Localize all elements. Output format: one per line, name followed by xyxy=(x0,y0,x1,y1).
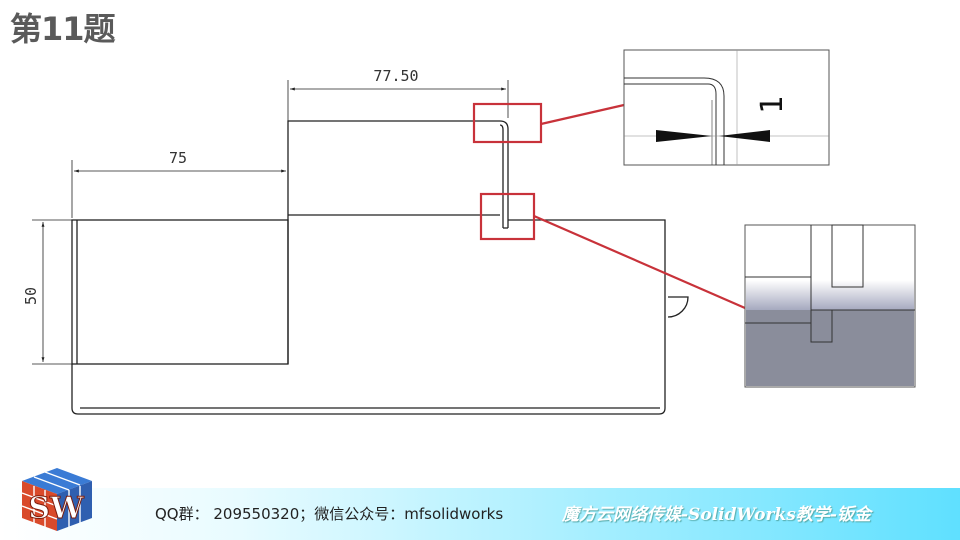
gap-arrow-right xyxy=(719,130,770,142)
dim-height-label: 50 xyxy=(22,287,40,305)
footer-contact-text: QQ群： 209550320；微信公众号：mfsolidworks xyxy=(155,505,504,523)
dim-height xyxy=(32,219,72,365)
right-body xyxy=(508,219,666,408)
dim-left-width xyxy=(71,160,289,218)
left-block xyxy=(71,219,289,365)
detail-view-top: 1 xyxy=(623,49,830,166)
upper-block-outline xyxy=(287,120,500,220)
flange-outer xyxy=(499,120,509,228)
footer-bar xyxy=(0,488,960,540)
gap-dimension-label: 1 xyxy=(755,96,790,114)
callout-leader-top xyxy=(540,103,625,126)
solidworks-cube-logo-icon: SW xyxy=(21,468,92,531)
dim-top-width xyxy=(287,80,509,121)
logo-text: SW xyxy=(28,491,85,526)
callout-leader-bottom xyxy=(533,214,746,310)
technical-drawing: 77.50 75 50 1 xyxy=(22,49,916,415)
detail-view-bottom xyxy=(744,224,916,388)
arc-feature xyxy=(667,296,689,318)
footer-brand-text: 魔方云网络传媒-SolidWorks教学-钣金 xyxy=(562,505,871,525)
dim-top-width-label: 77.50 xyxy=(373,67,418,85)
front-view xyxy=(71,120,689,415)
base-outline xyxy=(71,364,666,415)
flange-inner xyxy=(499,124,504,228)
dim-left-width-label: 75 xyxy=(169,149,187,167)
slide-title: 第11题 xyxy=(10,10,116,48)
gap-arrow-left xyxy=(656,130,712,142)
